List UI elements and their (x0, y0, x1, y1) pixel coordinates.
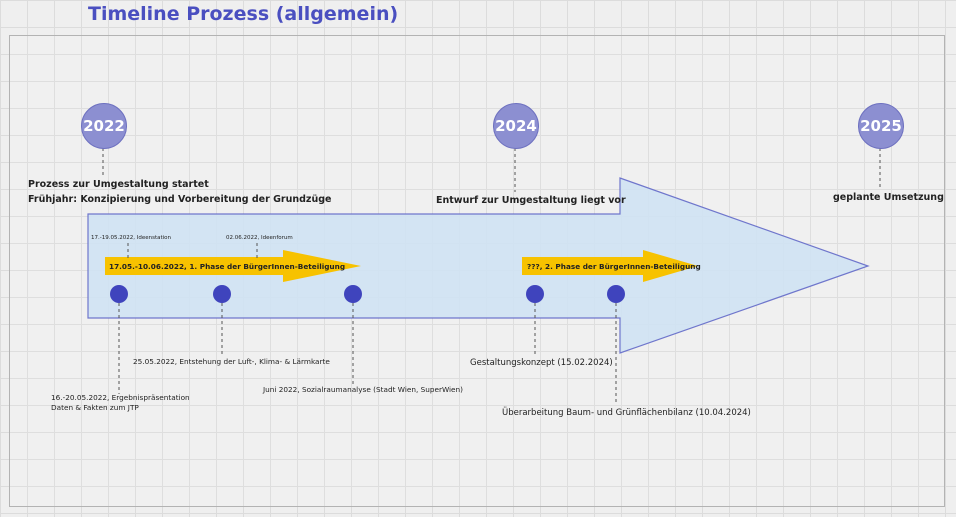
event-dot-ueberarbeitung (607, 285, 625, 303)
label-ideenforum: 02.06.2022, Ideenforum (226, 235, 293, 241)
label-umsetzung: geplante Umsetzung (833, 192, 944, 203)
label-ueberarbeitung: Überarbeitung Baum- und Grünflächenbilan… (502, 408, 751, 418)
label-ergebnis-1: 16.-20.05.2022, Ergebnispräsentation (51, 393, 190, 402)
label-ideenstation: 17.-19.05.2022, Ideenstation (91, 235, 172, 241)
label-phase-2: ???, 2. Phase der BürgerInnen-Beteiligun… (527, 262, 701, 271)
label-fruehjahr: Frühjahr: Konzipierung und Vorbereitung … (28, 194, 332, 205)
label-start: Prozess zur Umgestaltung startet (28, 179, 209, 190)
event-dot-sozialraum (344, 285, 362, 303)
event-dot-laermkarte (213, 285, 231, 303)
year-2025-circle: 2025 (858, 103, 904, 149)
event-dot-ergebnis (110, 285, 128, 303)
label-sozialraum: Juni 2022, Sozialraumanalyse (Stadt Wien… (263, 385, 464, 394)
year-2022-circle: 2022 (81, 103, 127, 149)
page-title: Timeline Prozess (allgemein) (88, 3, 399, 25)
label-phase-1: 17.05.-10.06.2022, 1. Phase der BürgerIn… (109, 262, 346, 271)
label-entwurf: Entwurf zur Umgestaltung liegt vor (436, 195, 626, 206)
label-gestaltung: Gestaltungskonzept (15.02.2024) (470, 358, 613, 368)
phase-2-arrow (522, 250, 698, 282)
label-ergebnis-2: Daten & Fakten zum JTP (51, 403, 139, 412)
event-dot-gestaltung (526, 285, 544, 303)
label-laermkarte: 25.05.2022, Entstehung der Luft-, Klima-… (133, 357, 330, 366)
timeline-arrow (87, 177, 870, 354)
year-2024-circle: 2024 (493, 103, 539, 149)
phase-1-arrow (105, 250, 361, 282)
